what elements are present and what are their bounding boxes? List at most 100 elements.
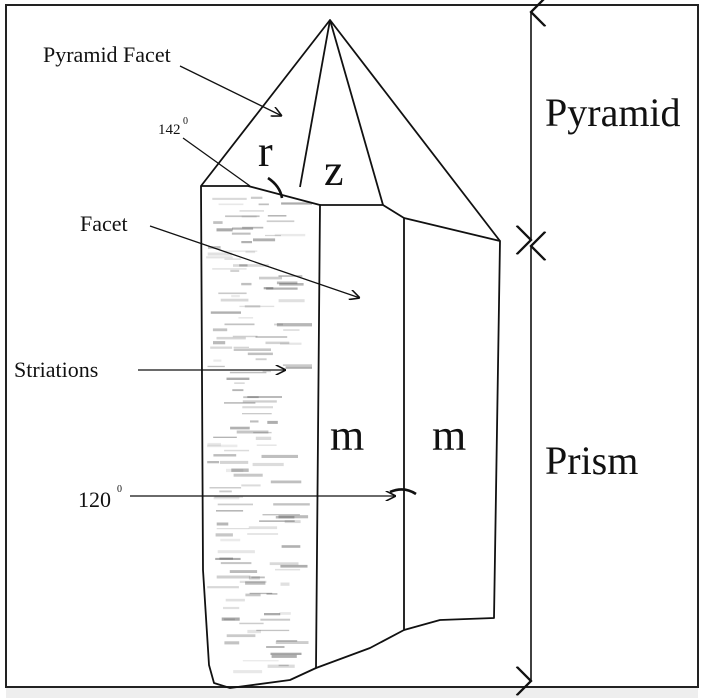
striation-streak bbox=[278, 515, 309, 519]
striation-streak bbox=[260, 618, 291, 621]
striation-streak bbox=[241, 241, 252, 244]
facet-label: Facet bbox=[80, 211, 128, 236]
striation-streak bbox=[230, 269, 240, 272]
striation-streak bbox=[212, 197, 247, 200]
striation-streak bbox=[213, 497, 240, 500]
striation-streak bbox=[219, 557, 233, 560]
striation-streak bbox=[265, 234, 281, 237]
striation-streak bbox=[212, 328, 228, 332]
striation-streak bbox=[269, 562, 299, 566]
striation-shading bbox=[206, 196, 312, 674]
striation-streak bbox=[217, 503, 253, 506]
striation-streak bbox=[207, 365, 225, 368]
striation-streak bbox=[210, 346, 233, 349]
striation-streak bbox=[233, 264, 269, 267]
striation-streak bbox=[213, 436, 237, 438]
striation-streak bbox=[226, 634, 256, 638]
striation-streak bbox=[218, 203, 244, 206]
striation-streak bbox=[280, 342, 302, 345]
striation-streak bbox=[229, 570, 258, 573]
striation-streak bbox=[247, 352, 273, 356]
striation-streak bbox=[256, 444, 277, 446]
striation-streak bbox=[281, 202, 312, 205]
angle-120-degree: 0 bbox=[117, 484, 122, 495]
striation-streak bbox=[214, 496, 243, 498]
striation-streak bbox=[213, 341, 226, 345]
striation-streak bbox=[233, 348, 271, 351]
striation-streak bbox=[230, 426, 250, 430]
striation-streak bbox=[262, 370, 271, 373]
angle-mark-top bbox=[267, 176, 284, 199]
striation-streak bbox=[220, 460, 249, 464]
striation-streak bbox=[266, 646, 285, 648]
striation-streak bbox=[276, 640, 298, 642]
striation-streak bbox=[239, 580, 267, 583]
prism-face-m-right-outline bbox=[403, 217, 501, 631]
striation-streak bbox=[225, 598, 245, 602]
striation-streak bbox=[278, 664, 289, 667]
striation-streak bbox=[213, 359, 222, 362]
striation-streak bbox=[247, 533, 279, 535]
striation-streak bbox=[207, 442, 221, 447]
face-label-z: z bbox=[324, 146, 344, 195]
striation-streak bbox=[224, 402, 256, 404]
striation-streak bbox=[226, 377, 250, 380]
striation-streak bbox=[223, 606, 240, 610]
striation-streak bbox=[207, 444, 238, 448]
striation-streak bbox=[215, 557, 241, 560]
striation-streak bbox=[243, 396, 259, 399]
striation-streak bbox=[275, 641, 309, 644]
striation-streak bbox=[258, 203, 269, 206]
striation-streak bbox=[253, 431, 272, 434]
face-label-r: r bbox=[258, 127, 273, 176]
striation-streak bbox=[274, 233, 306, 237]
striation-streak bbox=[274, 323, 283, 326]
striation-streak bbox=[280, 564, 308, 568]
striation-streak bbox=[221, 617, 240, 621]
striation-streak bbox=[250, 196, 263, 199]
striation-streak bbox=[256, 629, 290, 632]
striation-streak bbox=[226, 468, 244, 473]
striation-streak bbox=[271, 654, 297, 658]
striation-streak bbox=[229, 371, 267, 374]
striation-streak bbox=[261, 454, 298, 458]
angle-mark-bottom bbox=[389, 488, 417, 496]
striation-streak bbox=[270, 480, 302, 484]
prism-label: Prism bbox=[545, 438, 638, 483]
striation-streak bbox=[238, 317, 254, 319]
striation-streak bbox=[245, 593, 261, 597]
striation-streak bbox=[224, 641, 240, 645]
striations-label: Striations bbox=[14, 357, 98, 382]
striation-streak bbox=[207, 586, 239, 589]
striation-streak bbox=[234, 382, 245, 384]
striation-streak bbox=[276, 281, 298, 285]
striation-streak bbox=[284, 520, 301, 524]
striation-streak bbox=[213, 454, 237, 457]
striation-streak bbox=[216, 528, 250, 530]
striation-streak bbox=[212, 268, 247, 270]
striation-streak bbox=[267, 664, 295, 668]
striation-streak bbox=[239, 210, 264, 212]
frame-border bbox=[5, 4, 699, 688]
striation-streak bbox=[218, 292, 247, 295]
striation-streak bbox=[216, 510, 244, 512]
striation-streak bbox=[245, 250, 256, 254]
striation-streak bbox=[242, 406, 273, 409]
pyramid-edge-r-z bbox=[299, 19, 331, 188]
pyramid-facet-arrow bbox=[179, 65, 282, 116]
crystal-outline bbox=[200, 19, 501, 689]
striation-streak bbox=[216, 575, 251, 579]
angle-142-degree: 0 bbox=[183, 116, 188, 127]
striation-streak bbox=[250, 420, 259, 423]
angle-142-label: 142 bbox=[158, 122, 181, 138]
striation-streak bbox=[255, 436, 272, 440]
striation-streak bbox=[273, 503, 310, 506]
striation-streak bbox=[266, 593, 278, 595]
striation-streak bbox=[231, 468, 249, 472]
striation-streak bbox=[242, 660, 279, 662]
striation-streak bbox=[239, 264, 248, 267]
striation-streak bbox=[276, 323, 312, 327]
striation-streak bbox=[220, 538, 241, 542]
pyramid-outline bbox=[200, 19, 501, 242]
striation-streak bbox=[265, 341, 290, 345]
